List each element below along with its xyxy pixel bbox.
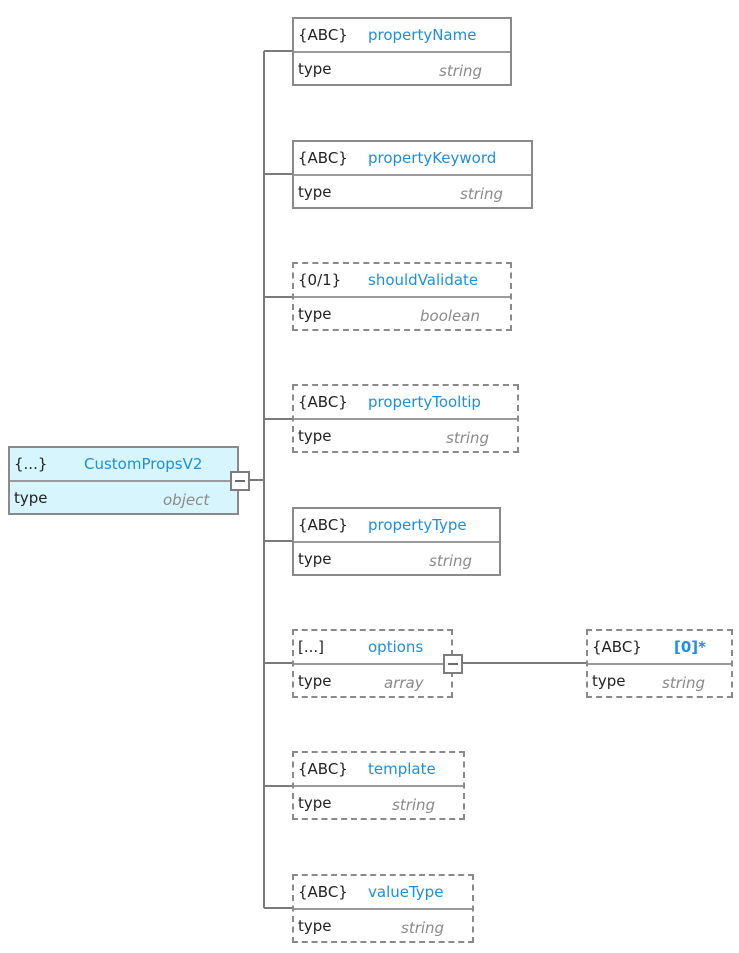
node-type-row: type string [588,665,731,696]
node-options-item[interactable]: {ABC} [0]* type string [586,629,733,698]
node-type-row: type string [294,176,531,207]
array-symbol-icon: [...] [298,638,325,656]
type-value: string [662,674,706,692]
node-header: {ABC} propertyTooltip [294,386,517,420]
type-label: type [592,672,626,690]
node-name: propertyName [368,26,477,44]
type-label: type [298,550,332,568]
node-name: valueType [368,883,444,901]
node-header: {ABC} propertyKeyword [294,142,531,176]
type-label: type [298,917,332,935]
node-propertytooltip[interactable]: {ABC} propertyTooltip type string [292,384,519,453]
node-propertykeyword[interactable]: {ABC} propertyKeyword type string [292,140,533,209]
type-value: string [392,796,436,814]
node-header: [...] options [294,631,451,665]
type-value: string [429,552,473,570]
string-symbol-icon: {ABC} [592,638,642,656]
type-label: type [298,672,332,690]
type-value: array [384,674,424,692]
node-name: template [368,760,436,778]
node-valuetype[interactable]: {ABC} valueType type string [292,874,474,943]
type-label: type [298,60,332,78]
type-value: string [446,429,490,447]
node-header: {0/1} shouldValidate [294,264,510,298]
node-propertytype[interactable]: {ABC} propertyType type string [292,507,501,576]
string-symbol-icon: {ABC} [298,393,348,411]
node-type-row: type string [294,543,499,574]
node-propertyname[interactable]: {ABC} propertyName type string [292,17,512,86]
string-symbol-icon: {ABC} [298,516,348,534]
type-label: type [298,183,332,201]
type-label: type [14,489,48,507]
node-type-row: type string [294,787,463,818]
type-value: string [401,919,445,937]
object-symbol-icon: {...} [14,455,48,473]
string-symbol-icon: {ABC} [298,26,348,44]
node-header: {ABC} propertyName [294,19,510,53]
node-header: {ABC} template [294,753,463,787]
boolean-symbol-icon: {0/1} [298,271,342,289]
node-name: propertyTooltip [368,393,481,411]
type-label: type [298,794,332,812]
node-type-row: type string [294,420,517,451]
type-value: string [460,185,504,203]
type-label: type [298,427,332,445]
type-value: object [163,491,210,509]
collapse-toggle-options[interactable] [443,654,463,674]
type-value: boolean [420,307,480,325]
string-symbol-icon: {ABC} [298,149,348,167]
node-template[interactable]: {ABC} template type string [292,751,465,820]
node-type-row: type string [294,53,510,84]
type-value: string [439,62,483,80]
node-header: {ABC} propertyType [294,509,499,543]
node-name: propertyType [368,516,467,534]
node-shouldvalidate[interactable]: {0/1} shouldValidate type boolean [292,262,512,331]
collapse-toggle-custompropsv2[interactable] [230,471,250,491]
node-header: {ABC} valueType [294,876,472,910]
string-symbol-icon: {ABC} [298,760,348,778]
node-type-row: type array [294,665,451,696]
node-name: shouldValidate [368,271,479,289]
node-name: options [368,638,424,656]
node-type-row: type string [294,910,472,941]
node-custompropsv2[interactable]: {...} CustomPropsV2 type object [8,446,239,515]
node-header: {...} CustomPropsV2 [10,448,237,482]
node-type-row: type object [10,482,237,513]
node-name: CustomPropsV2 [84,455,203,473]
node-name: propertyKeyword [368,149,497,167]
node-header: {ABC} [0]* [588,631,731,665]
type-label: type [298,305,332,323]
node-options[interactable]: [...] options type array [292,629,453,698]
string-symbol-icon: {ABC} [298,883,348,901]
node-type-row: type boolean [294,298,510,329]
node-name: [0]* [674,638,706,656]
